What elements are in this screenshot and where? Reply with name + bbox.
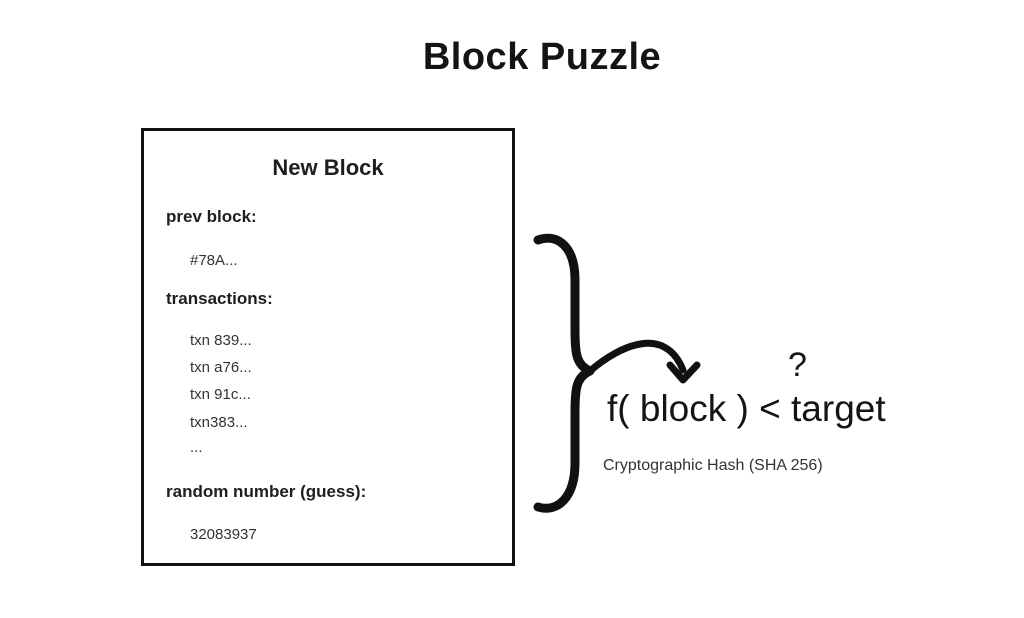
arrow-icon xyxy=(586,339,687,375)
prev-block-value: #78A... xyxy=(190,252,238,269)
guess-label: random number (guess): xyxy=(166,482,367,501)
curly-brace-icon xyxy=(533,233,595,513)
guess-value: 32083937 xyxy=(190,526,257,543)
prev-block-label: prev block: xyxy=(166,207,257,226)
block-heading: New Block xyxy=(272,155,384,180)
transactions-label: transactions: xyxy=(166,289,273,308)
question-mark: ? xyxy=(788,346,807,384)
transaction-item: txn a76... xyxy=(190,359,252,376)
hash-caption: Cryptographic Hash (SHA 256) xyxy=(603,457,823,474)
arrow-head-icon xyxy=(666,361,701,384)
hash-formula: f( block ) < target xyxy=(607,388,886,429)
transaction-ellipsis: ... xyxy=(190,439,203,456)
new-block-box: New Block prev block: #78A... transactio… xyxy=(141,128,515,566)
curly-brace-arrow xyxy=(533,233,701,513)
diagram-title: Block Puzzle xyxy=(422,36,662,78)
transaction-item: txn 91c... xyxy=(190,386,251,403)
transaction-item: txn 839... xyxy=(190,332,252,349)
transaction-item: txn383... xyxy=(190,414,248,431)
